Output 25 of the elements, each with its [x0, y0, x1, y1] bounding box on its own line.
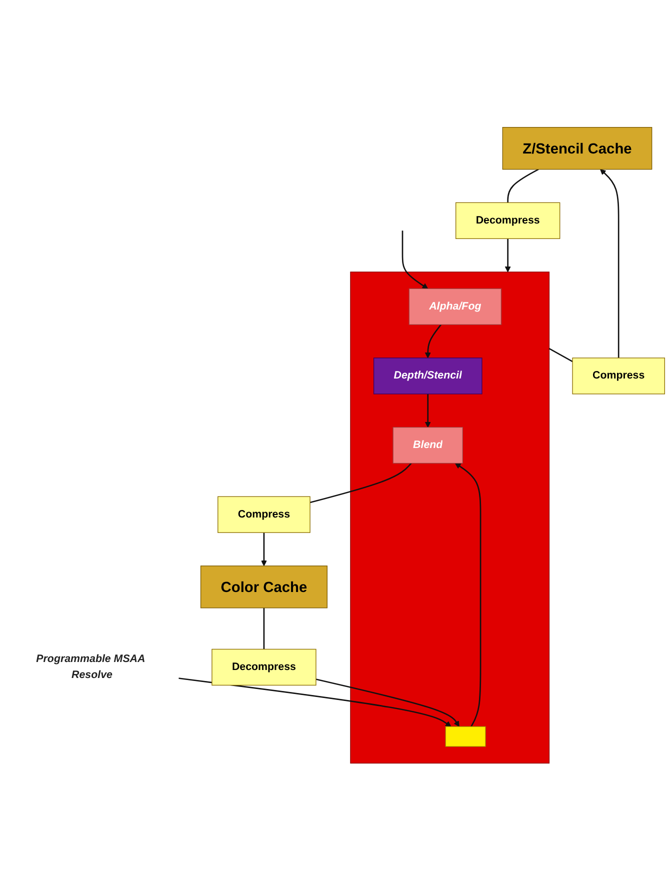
connector — [548, 348, 573, 362]
node-box: Decompress — [212, 648, 316, 686]
arrow — [424, 394, 431, 428]
arrow — [316, 678, 460, 727]
arrow — [424, 324, 442, 358]
node-box: Compress — [572, 357, 665, 394]
connector — [310, 462, 412, 503]
cluster — [350, 271, 550, 764]
arrow — [402, 230, 428, 289]
arrow — [454, 462, 482, 727]
connector — [507, 168, 539, 202]
node-box: Blend — [392, 426, 464, 464]
arrow — [600, 168, 620, 358]
node-box — [445, 726, 486, 747]
node-box: Z/Stencil Cache — [502, 126, 652, 170]
node-box: Compress — [218, 496, 310, 533]
arrow — [261, 532, 267, 566]
node-box: Color Cache — [200, 565, 328, 608]
connector — [263, 608, 265, 649]
arrow — [504, 238, 511, 272]
node-box: Decompress — [456, 202, 560, 239]
node-box: Depth/Stencil — [373, 357, 482, 394]
node-text: Programmable MSAA Resolve — [36, 652, 145, 680]
arrow — [178, 677, 452, 727]
node-box: Alpha/Fog — [408, 288, 502, 325]
